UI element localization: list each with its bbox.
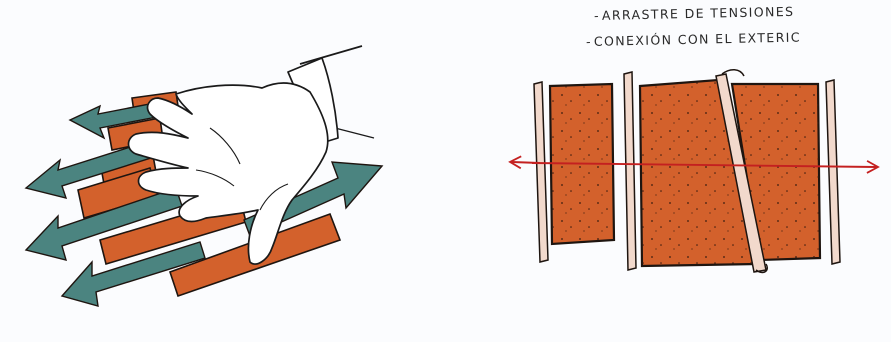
bullet-dash: - — [586, 34, 592, 49]
masonry-panels — [550, 80, 820, 266]
hand-over-bricks-figure — [26, 46, 382, 306]
tie-rod — [826, 80, 840, 264]
bullet-dash: - — [594, 8, 600, 23]
axis-line-left — [512, 162, 540, 163]
sleeve-line — [335, 128, 374, 138]
tie-rod — [534, 82, 548, 262]
tie-rod — [624, 72, 636, 270]
sleeve-line — [300, 46, 362, 64]
masonry-section-figure — [512, 70, 876, 273]
